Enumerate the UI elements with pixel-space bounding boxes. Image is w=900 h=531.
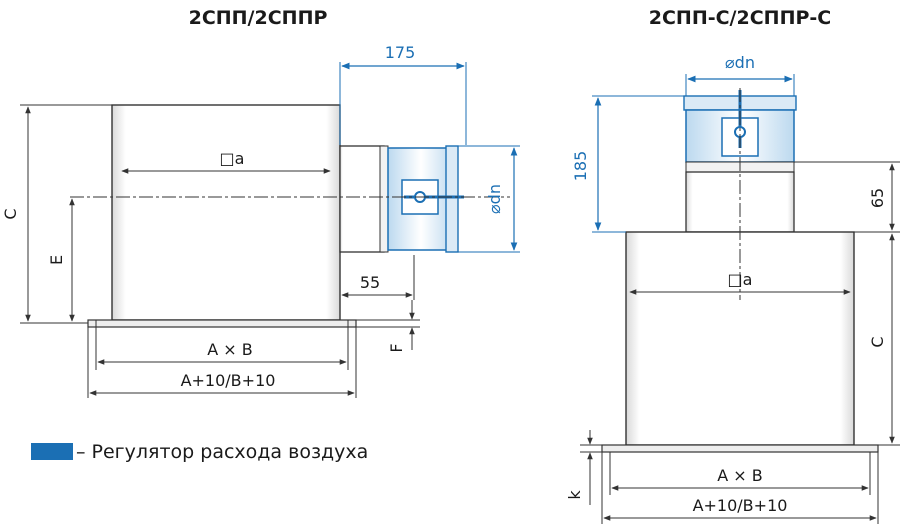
dim-dn-label: ⌀dn — [485, 184, 504, 214]
dim-f-label: F — [387, 343, 406, 352]
legend-label: – Регулятор расхода воздуха — [76, 441, 368, 463]
left-dim-dn: ⌀dn — [458, 145, 520, 253]
right-dim-axb10: A+10/B+10 — [601, 452, 879, 524]
dim-55-label: 55 — [360, 273, 380, 292]
left-dim-175: 175 — [339, 43, 467, 145]
right-dim-dn-label: ⌀dn — [725, 53, 755, 72]
dim-axb-label: A × B — [207, 340, 253, 359]
left-dim-axb10: A+10/B+10 — [87, 327, 357, 398]
right-dim-65: 65 — [794, 161, 900, 233]
dim-axb10-label: A+10/B+10 — [181, 371, 276, 390]
dim-e-label: E — [47, 255, 66, 265]
dim-185-label: 185 — [571, 151, 590, 182]
left-dim-e: E — [47, 198, 75, 322]
dim-a-label: □a — [220, 149, 245, 168]
right-title: 2СПП-С/2СППР-С — [649, 7, 831, 29]
legend: – Регулятор расхода воздуха — [31, 441, 368, 463]
right-dim-c: C — [854, 233, 900, 446]
legend-swatch — [31, 443, 73, 460]
left-title: 2СПП/2СППР — [189, 7, 328, 29]
right-dim-k: k — [565, 430, 602, 505]
left-dim-55: 55 — [339, 255, 415, 300]
dim-175-label: 175 — [385, 43, 416, 62]
dim-65-label: 65 — [868, 188, 887, 208]
right-dim-axb: A × B — [609, 452, 871, 495]
right-dim-axb10-label: A+10/B+10 — [693, 496, 788, 515]
left-damper — [387, 145, 464, 253]
right-plenum-box — [625, 231, 855, 446]
right-dim-185: 185 — [571, 95, 684, 233]
right-dim-dn: ⌀dn — [685, 53, 795, 96]
left-spigot — [339, 145, 389, 253]
left-flange — [87, 319, 357, 328]
left-dim-f: F — [356, 300, 420, 353]
left-dim-a: □a — [121, 149, 331, 174]
left-dim-c: C — [1, 104, 112, 324]
left-dim-axb: A × B — [95, 327, 349, 370]
dim-c-label: C — [1, 208, 20, 219]
right-flange — [601, 444, 879, 453]
dim-k-label: k — [565, 490, 584, 500]
left-plenum-box — [111, 104, 341, 321]
right-dim-c-label: C — [868, 336, 887, 347]
right-dim-axb-label: A × B — [717, 466, 763, 485]
right-dim-a: □a — [629, 270, 851, 295]
right-dim-a-label: □a — [728, 270, 753, 289]
